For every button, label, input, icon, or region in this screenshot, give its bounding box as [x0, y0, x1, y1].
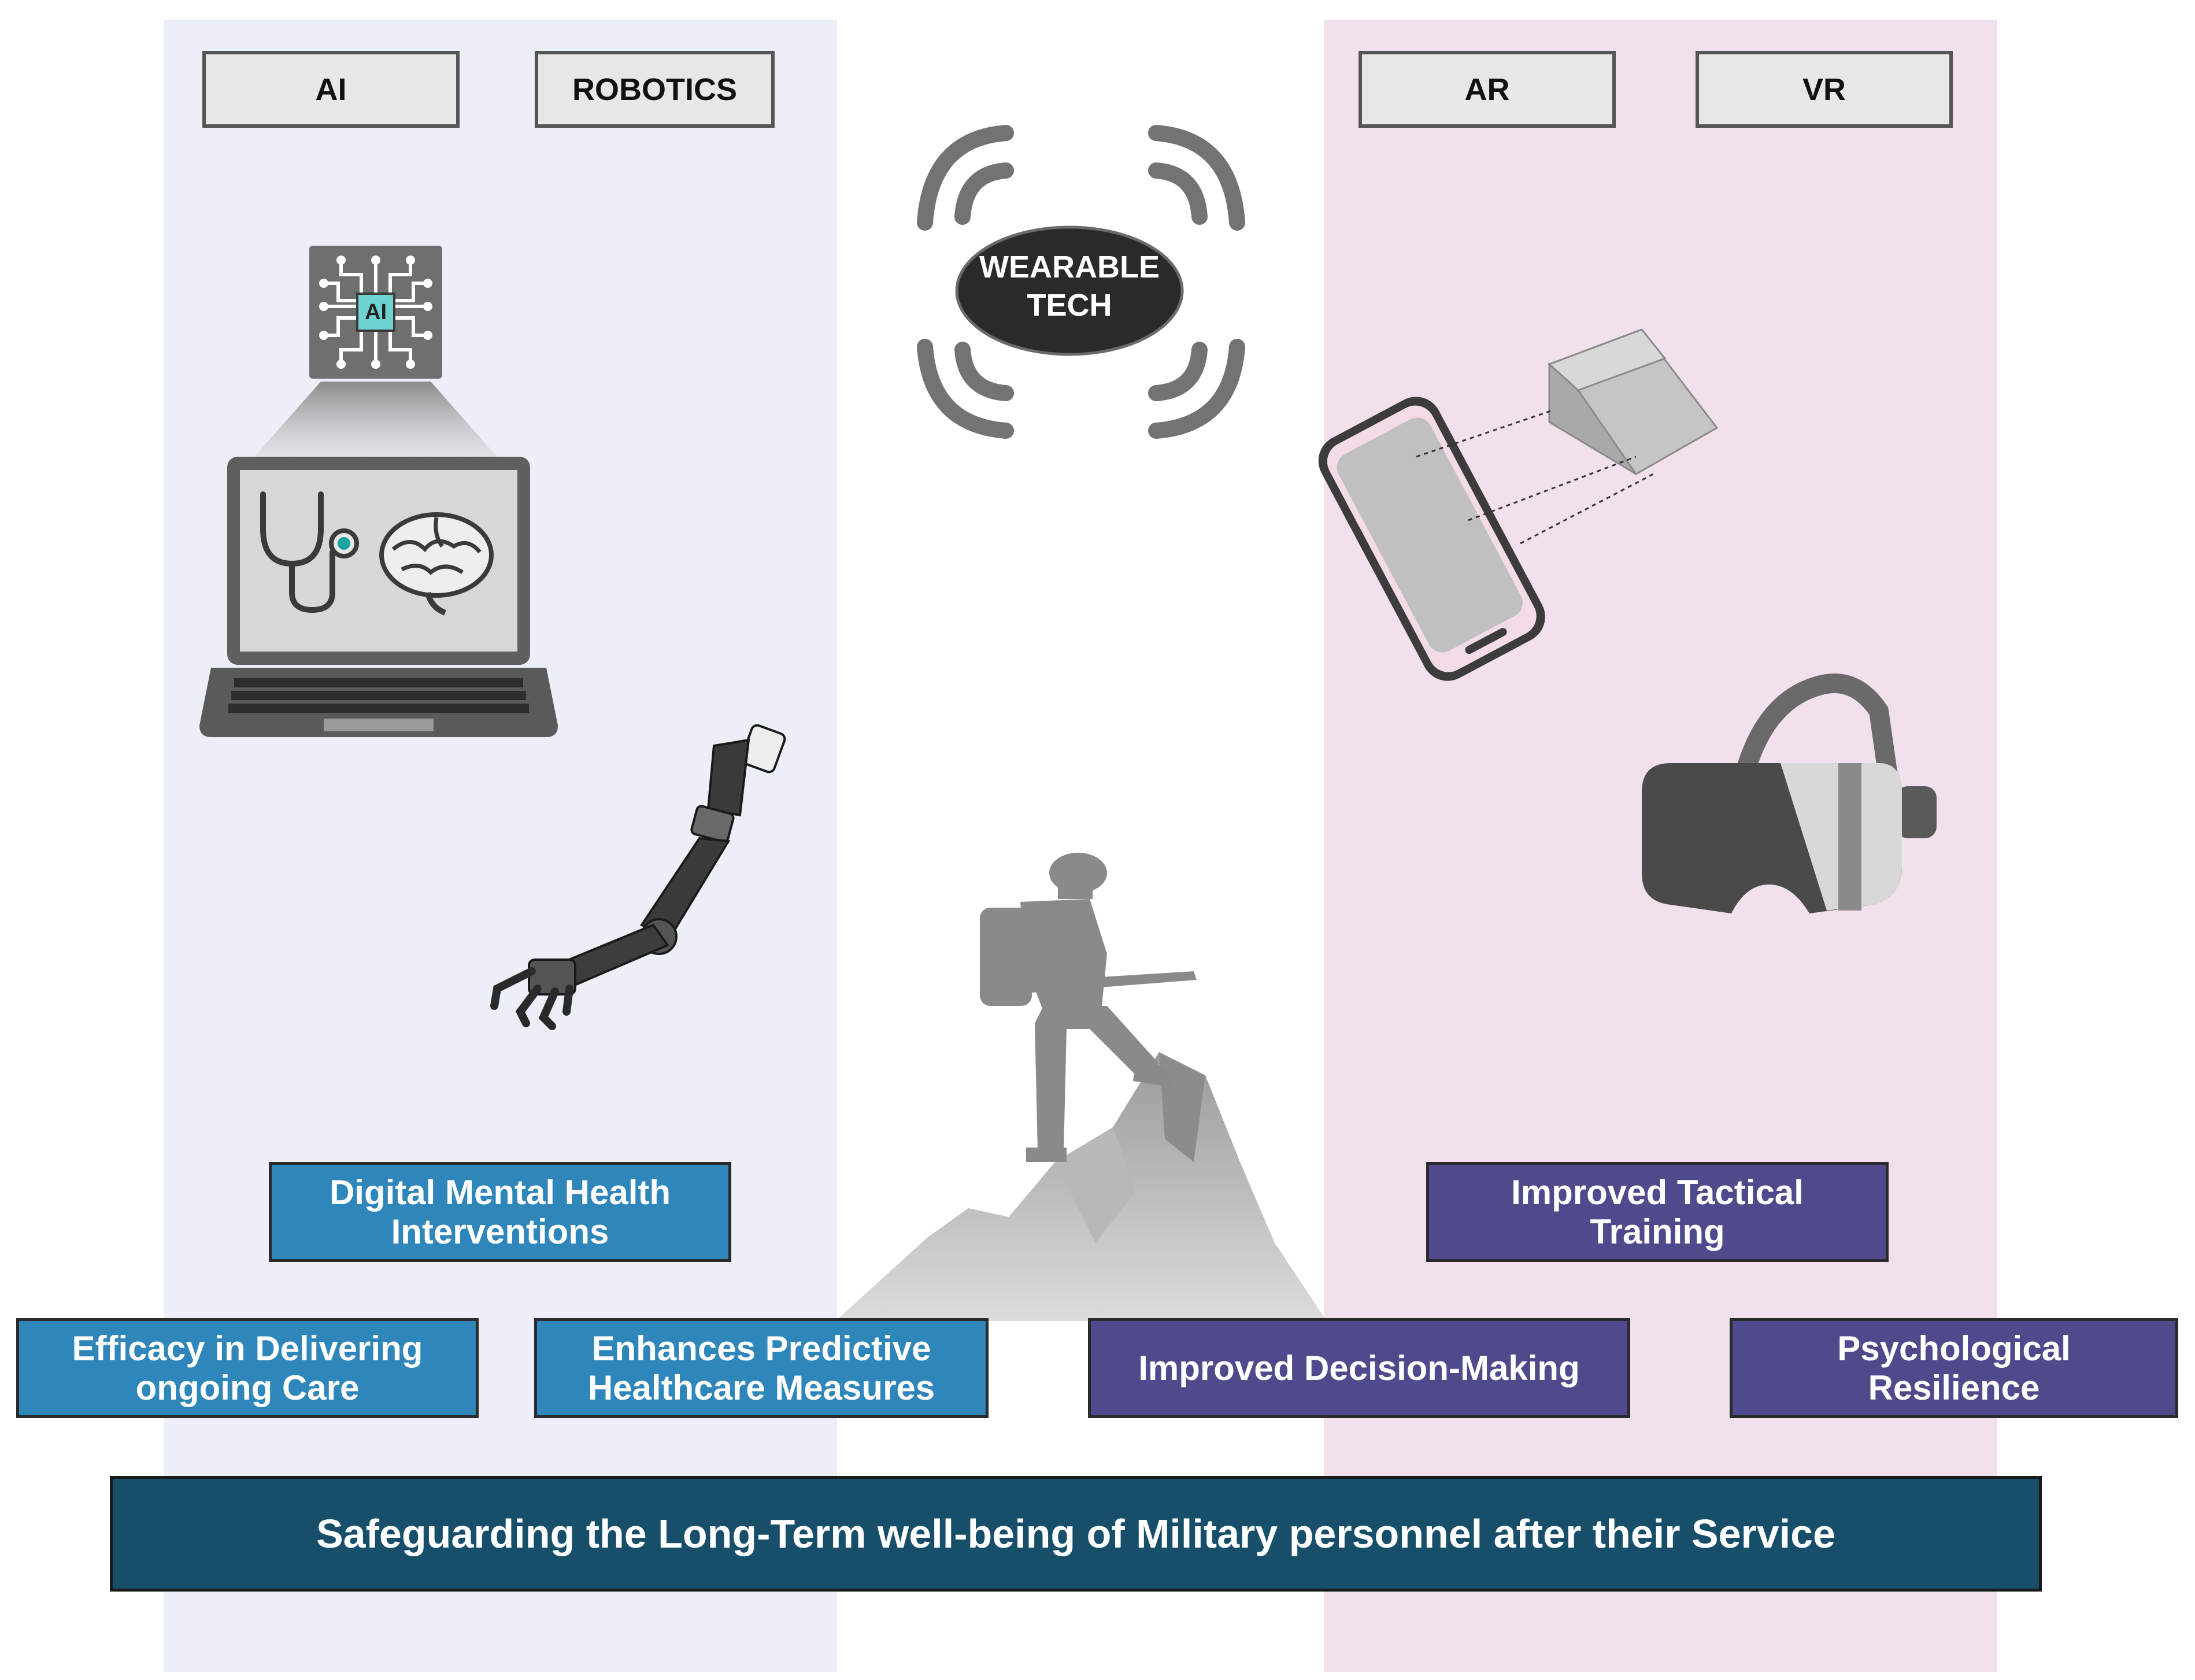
wellbeing-banner: Safeguarding the Long-Term well-being of…: [110, 1476, 2042, 1592]
wearable-tech-line1: WEARABLE: [979, 250, 1160, 284]
tab-vr: VR: [1696, 51, 1953, 128]
ai-chip-label: AI: [365, 300, 387, 324]
efficacy-box: Efficacy in Delivering ongoing Care: [16, 1318, 479, 1418]
ar-phone-icon: [1318, 397, 1545, 681]
mountain-soldier-image: [835, 853, 1327, 1321]
brain-icon: [379, 512, 494, 616]
ar-cube-icon: [1416, 328, 1719, 545]
vr-headset-icon: [1642, 674, 1937, 913]
decision-making-box: Improved Decision-Making: [1088, 1318, 1630, 1418]
wearable-tech-ellipse: [955, 225, 1184, 356]
ai-chip-icon: AI: [309, 246, 442, 379]
wearable-tech-line2: TECH: [1027, 287, 1112, 323]
psychological-resilience-box: Psychological Resilience: [1730, 1318, 2178, 1418]
laptop-icon: [199, 457, 558, 737]
tactical-training-box: Improved Tactical Training: [1426, 1162, 1889, 1262]
tab-robotics: ROBOTICS: [535, 51, 775, 128]
robotic-arm-icon: [490, 724, 786, 1030]
digital-mental-health-box: Digital Mental Health Interventions: [269, 1162, 731, 1262]
wearable-tech-label: WEARABLE TECH: [954, 249, 1185, 325]
tab-ai: AI: [202, 51, 460, 128]
predictive-healthcare-box: Enhances Predictive Healthcare Measures: [534, 1318, 989, 1418]
signal-waves-icon: [917, 125, 1245, 439]
tab-ar: AR: [1359, 51, 1616, 128]
stethoscope-icon: [260, 491, 335, 613]
